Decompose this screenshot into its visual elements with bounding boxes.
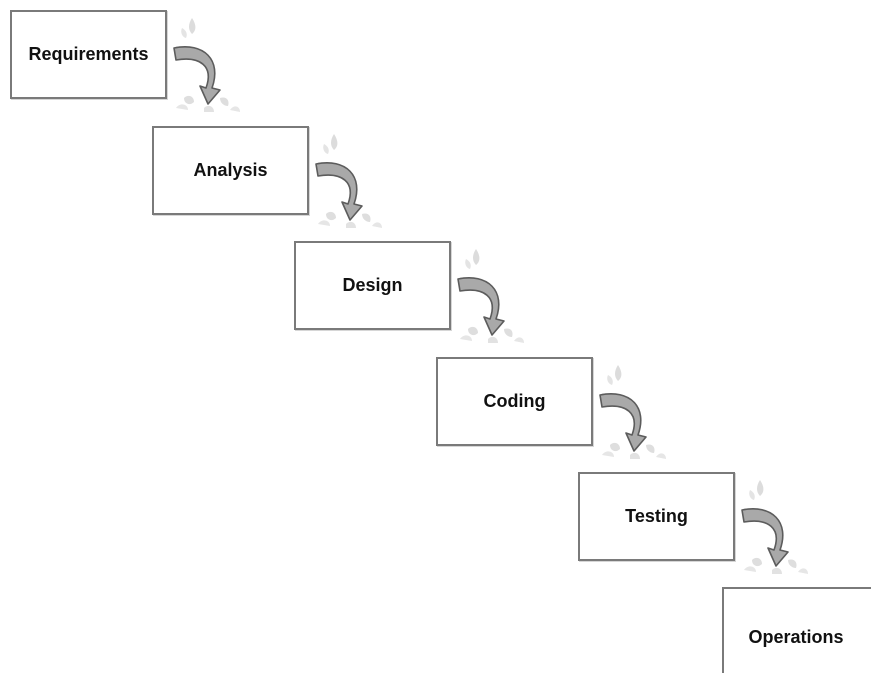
stage-design: Design — [294, 241, 451, 330]
stage-coding: Coding — [436, 357, 593, 446]
stage-analysis: Analysis — [152, 126, 309, 215]
stage-label: Operations — [748, 626, 844, 647]
stage-label: Coding — [483, 391, 546, 411]
stage-requirements: Requirements — [10, 10, 167, 99]
curved-down-arrow-icon — [315, 133, 382, 228]
stage-operations: Operations — [722, 587, 871, 673]
stage-label: Design — [342, 275, 403, 295]
stage-label: Requirements — [28, 44, 149, 64]
curved-down-arrow-icon — [457, 248, 524, 343]
stage-testing: Testing — [578, 472, 735, 561]
curved-down-arrow-icon — [599, 364, 666, 459]
stage-label: Analysis — [193, 160, 268, 180]
stage-label: Testing — [625, 506, 688, 526]
curved-down-arrow-icon — [741, 479, 808, 574]
curved-down-arrow-icon — [173, 17, 240, 112]
